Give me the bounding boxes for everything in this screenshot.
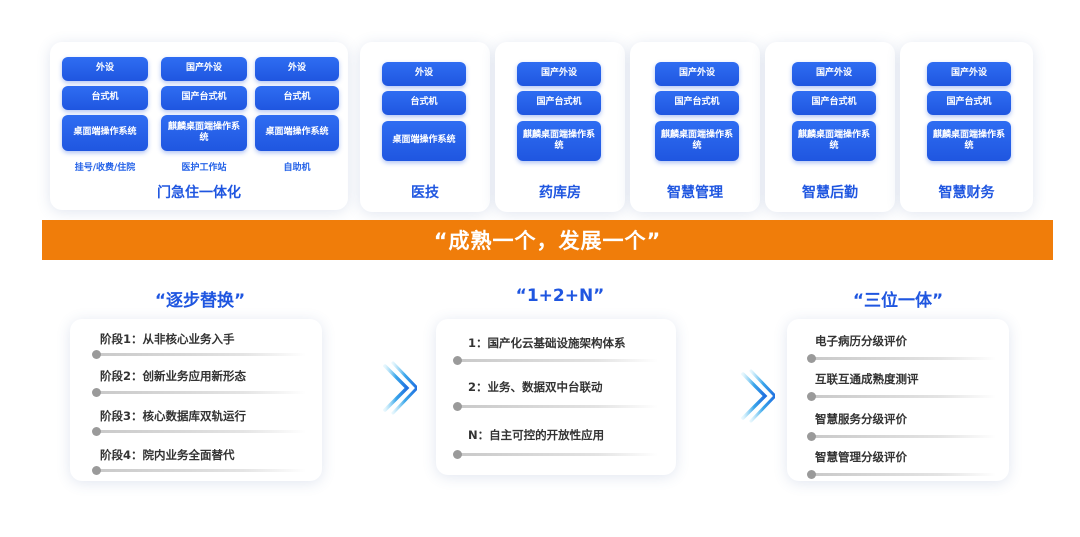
card-1-2-n: 1：国产化云基础设施架构体系 2：业务、数据双中台联动 N：自主可控的开放性应用 [436,319,676,475]
chip-desktop: 台式机 [62,86,148,110]
item-bullet [92,388,101,397]
card-trinity: 电子病历分级评价 互联互通成熟度测评 智慧服务分级评价 智慧管理分级评价 [787,319,1009,481]
heading-trinity: “三位一体” [852,291,944,311]
slogan-banner: “成熟一个，发展一个” [42,220,1053,260]
item-divider [96,430,306,433]
list-item: 电子病历分级评价 [815,334,907,348]
item-bullet [807,392,816,401]
heading-gradual-replacement: “逐步替换” [154,291,246,311]
chip-peripheral: 外设 [62,57,148,81]
card-medical-tech: 外设 台式机 桌面端操作系统 医技 [360,42,490,212]
list-item: 2：业务、数据双中台联动 [468,380,603,394]
item-divider [811,435,996,438]
list-item: 智慧管理分级评价 [815,450,907,464]
list-item: 智慧服务分级评价 [815,412,907,426]
item-bullet [453,450,462,459]
chip-domestic-desktop: 国产台式机 [517,91,601,115]
chip-kylin-os: 麒麟桌面端操作系统 [655,121,739,161]
item-bullet [453,356,462,365]
chip-kylin-os: 麒麟桌面端操作系统 [792,121,876,161]
chip-domestic-desktop: 国产台式机 [655,91,739,115]
chip-domestic-peripheral: 国产外设 [655,62,739,86]
card-title: 门急住一体化 [157,185,241,201]
item-bullet [92,350,101,359]
card-smart-logistics: 国产外设 国产台式机 麒麟桌面端操作系统 智慧后勤 [765,42,895,212]
list-item: 互联互通成熟度测评 [815,372,919,386]
card-gradual-replacement: 阶段1：从非核心业务入手 阶段2：创新业务应用新形态 阶段3：核心数据库双轨运行… [70,319,322,481]
list-item: 阶段2：创新业务应用新形态 [100,369,247,383]
chip-domestic-peripheral: 国产外设 [161,57,247,81]
chip-peripheral: 外设 [255,57,339,81]
heading-1-2-n: “1+2+N” [515,286,605,306]
chip-kylin-os: 麒麟桌面端操作系统 [517,121,601,161]
chip-domestic-desktop: 国产台式机 [161,86,247,110]
item-divider [811,473,996,476]
double-chevron-arrow-icon [695,369,775,423]
card-outpatient-integration: 外设 台式机 桌面端操作系统 挂号/收费/住院 国产外设 国产台式机 麒麟桌面端… [50,42,348,210]
item-divider [811,395,996,398]
card-smart-finance: 国产外设 国产台式机 麒麟桌面端操作系统 智慧财务 [900,42,1033,212]
item-divider [811,357,996,360]
chip-domestic-peripheral: 国产外设 [517,62,601,86]
chip-desktop: 台式机 [382,91,466,115]
card-title: 智慧财务 [938,185,995,201]
chip-desktop-os: 桌面端操作系统 [255,115,339,151]
list-item: 1：国产化云基础设施架构体系 [468,336,626,350]
card-title: 药库房 [539,185,581,201]
chip-desktop: 台式机 [255,86,339,110]
chip-peripheral: 外设 [382,62,466,86]
caption-kiosk: 自助机 [283,163,311,173]
list-item: 阶段3：核心数据库双轨运行 [100,409,247,423]
caption-registration: 挂号/收费/住院 [74,163,136,173]
chip-kylin-os: 麒麟桌面端操作系统 [161,115,247,151]
item-bullet [807,432,816,441]
chip-desktop-os: 桌面端操作系统 [62,115,148,151]
item-divider [458,453,658,456]
item-divider [96,353,306,356]
list-item: 阶段1：从非核心业务入手 [100,332,235,346]
chip-domestic-desktop: 国产台式机 [927,91,1011,115]
card-smart-management: 国产外设 国产台式机 麒麟桌面端操作系统 智慧管理 [630,42,760,212]
chip-domestic-peripheral: 国产外设 [792,62,876,86]
card-title: 医技 [411,185,439,201]
chip-desktop-os: 桌面端操作系统 [382,121,466,161]
item-bullet [807,470,816,479]
caption-nursing-station: 医护工作站 [181,163,227,173]
item-divider [458,359,658,362]
chip-kylin-os: 麒麟桌面端操作系统 [927,121,1011,161]
item-divider [458,405,658,408]
item-bullet [453,402,462,411]
item-bullet [807,354,816,363]
double-chevron-arrow-icon [337,361,417,415]
chip-domestic-peripheral: 国产外设 [927,62,1011,86]
item-bullet [92,466,101,475]
item-divider [96,391,306,394]
item-bullet [92,427,101,436]
card-title: 智慧管理 [667,185,723,201]
card-pharmacy: 国产外设 国产台式机 麒麟桌面端操作系统 药库房 [495,42,625,212]
card-title: 智慧后勤 [802,185,858,201]
item-divider [96,469,306,472]
list-item: N：自主可控的开放性应用 [468,428,605,442]
chip-domestic-desktop: 国产台式机 [792,91,876,115]
list-item: 阶段4：院内业务全面替代 [100,448,235,462]
